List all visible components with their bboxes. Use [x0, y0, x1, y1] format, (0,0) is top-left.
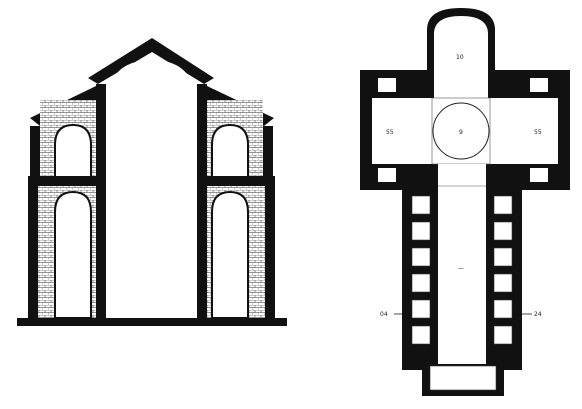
nave-interior [438, 164, 486, 364]
ground-line [17, 318, 287, 326]
label-side-right: 24 [534, 311, 542, 318]
floor-plan: 10 9 55 55 — 04 24 [360, 8, 570, 396]
label-north-transept: 55 [386, 129, 394, 136]
label-nave: — [458, 265, 464, 272]
right-aisle-chapels [493, 195, 513, 345]
label-apse: 10 [456, 54, 464, 61]
nave-vault [106, 60, 197, 318]
left-aisle-chapels [411, 195, 431, 345]
central-wall-right [197, 84, 207, 318]
crossing-dome [432, 102, 490, 160]
central-wall-left [96, 84, 106, 318]
right-upper-pier [263, 126, 273, 186]
label-side-left: 04 [380, 311, 388, 318]
left-gallery-arch [54, 123, 92, 179]
label-south-transept: 55 [534, 129, 542, 136]
central-roof [88, 38, 214, 84]
right-gallery-floor [207, 176, 275, 186]
right-gallery-arch [211, 123, 249, 179]
right-aisle-arch [211, 190, 249, 319]
left-gallery-floor [28, 176, 96, 186]
left-aisle-arch [54, 190, 92, 319]
label-crossing: 9 [459, 129, 463, 136]
corner-chapels [378, 78, 548, 182]
left-aisle-outer-wall [28, 186, 38, 318]
right-aisle-outer-wall [265, 186, 275, 318]
cross-section [17, 38, 287, 326]
left-upper-pier [30, 126, 40, 186]
entrance-vestibule [429, 365, 497, 391]
apse-bay [434, 40, 488, 100]
